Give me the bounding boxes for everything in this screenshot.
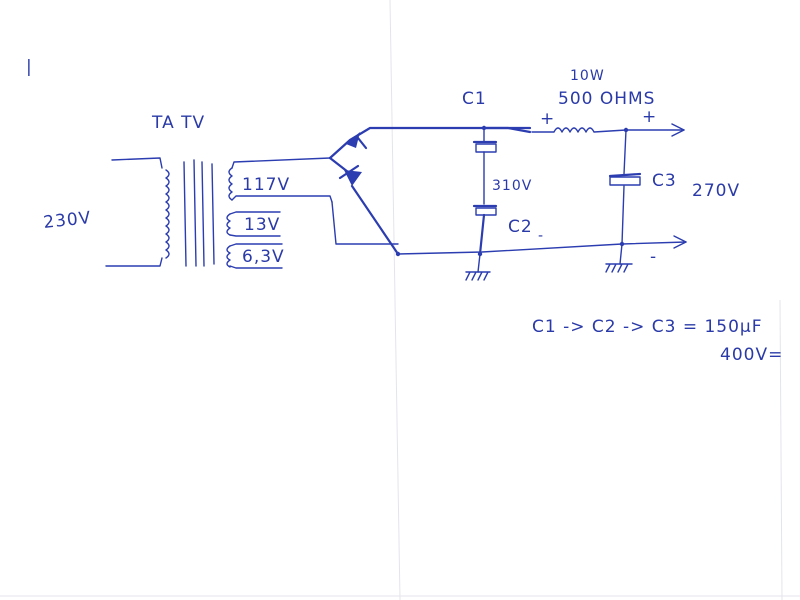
earth-right-stem bbox=[619, 243, 623, 265]
positive-rail-input bbox=[482, 126, 532, 134]
primary-lead-top bbox=[111, 157, 163, 169]
output-positive-arrow bbox=[671, 123, 685, 137]
rectifier bbox=[328, 126, 532, 257]
secondary-coil-117v bbox=[228, 167, 233, 201]
paper-fold-vertical bbox=[389, 0, 401, 600]
diode-bottom-bar bbox=[338, 164, 360, 180]
capacitor-c3: C3 270V - bbox=[605, 129, 740, 273]
c3-body bbox=[609, 176, 641, 186]
diode-bottom-to-ground bbox=[350, 184, 400, 256]
resistor-zigzag bbox=[531, 127, 627, 133]
core-line-4 bbox=[211, 163, 215, 265]
voltage-310v-label: 310V bbox=[492, 178, 532, 194]
capacitor-note-line1: C1 -> C2 -> C3 = 150μF bbox=[532, 317, 763, 337]
diode-top-symbol bbox=[346, 132, 360, 148]
secondary-117v-label: 117V bbox=[242, 175, 290, 195]
primary-voltage-label: 230V bbox=[42, 208, 92, 233]
ground-rail bbox=[397, 241, 687, 255]
paper-edge-right bbox=[779, 299, 783, 600]
diode-bottom-symbol bbox=[344, 170, 362, 186]
transformer-label: TA TV bbox=[151, 113, 205, 133]
secondary-6v3-label: 6,3V bbox=[242, 247, 285, 267]
minus-output-label: - bbox=[650, 247, 657, 267]
secondary-coil-13v bbox=[226, 213, 231, 236]
primary-coil bbox=[165, 169, 170, 259]
c1-body bbox=[475, 143, 497, 153]
c3-lead-top bbox=[623, 129, 627, 175]
plus-output-label: + bbox=[642, 107, 657, 127]
diode-bottom-wire bbox=[328, 156, 350, 174]
voltage-270v-label: 270V bbox=[692, 181, 740, 201]
secondary-117v-lead-bottom bbox=[231, 195, 333, 203]
secondary-6v3-lead bbox=[229, 243, 283, 269]
c2-label: C2 bbox=[508, 217, 533, 237]
diode-top-wire bbox=[328, 126, 532, 160]
secondary-13v-lead bbox=[229, 211, 281, 237]
c3-label: C3 bbox=[652, 171, 677, 191]
secondary-coil-6v3 bbox=[226, 245, 231, 268]
earth-left-icon bbox=[465, 271, 491, 281]
core-line-1 bbox=[183, 161, 187, 267]
core-line-2 bbox=[193, 159, 197, 267]
c3-plate-top bbox=[608, 172, 642, 178]
core-line-3 bbox=[201, 161, 205, 267]
c2-lead-bottom bbox=[478, 213, 486, 256]
transformer: TA TV 230V 117V 13V 6,3V bbox=[42, 113, 333, 269]
c2-body bbox=[475, 207, 497, 216]
ground-arrow bbox=[673, 235, 687, 249]
resistor: 10W 500 OHMS + + bbox=[531, 68, 685, 137]
primary-lead-bottom bbox=[105, 257, 163, 267]
capacitor-note-line2: 400V= bbox=[720, 345, 783, 365]
c3-lead-bottom bbox=[621, 185, 625, 245]
c2-minus-label: - bbox=[538, 228, 544, 244]
earth-right-icon bbox=[605, 263, 633, 273]
secondary-13v-label: 13V bbox=[244, 215, 280, 235]
diode-top-bar bbox=[356, 136, 368, 150]
secondary-117v-lead-top bbox=[231, 157, 331, 169]
margin-mark: | bbox=[26, 57, 33, 77]
resistor-power-label: 10W bbox=[570, 68, 605, 84]
plus-input-label: + bbox=[540, 109, 555, 129]
earth-left-stem bbox=[477, 253, 481, 273]
capacitor-stack: C1 310V C2 - bbox=[462, 89, 544, 281]
resistor-value-label: 500 OHMS bbox=[558, 89, 655, 109]
c1-label: C1 bbox=[462, 89, 487, 109]
secondary-return-wire bbox=[331, 201, 399, 245]
